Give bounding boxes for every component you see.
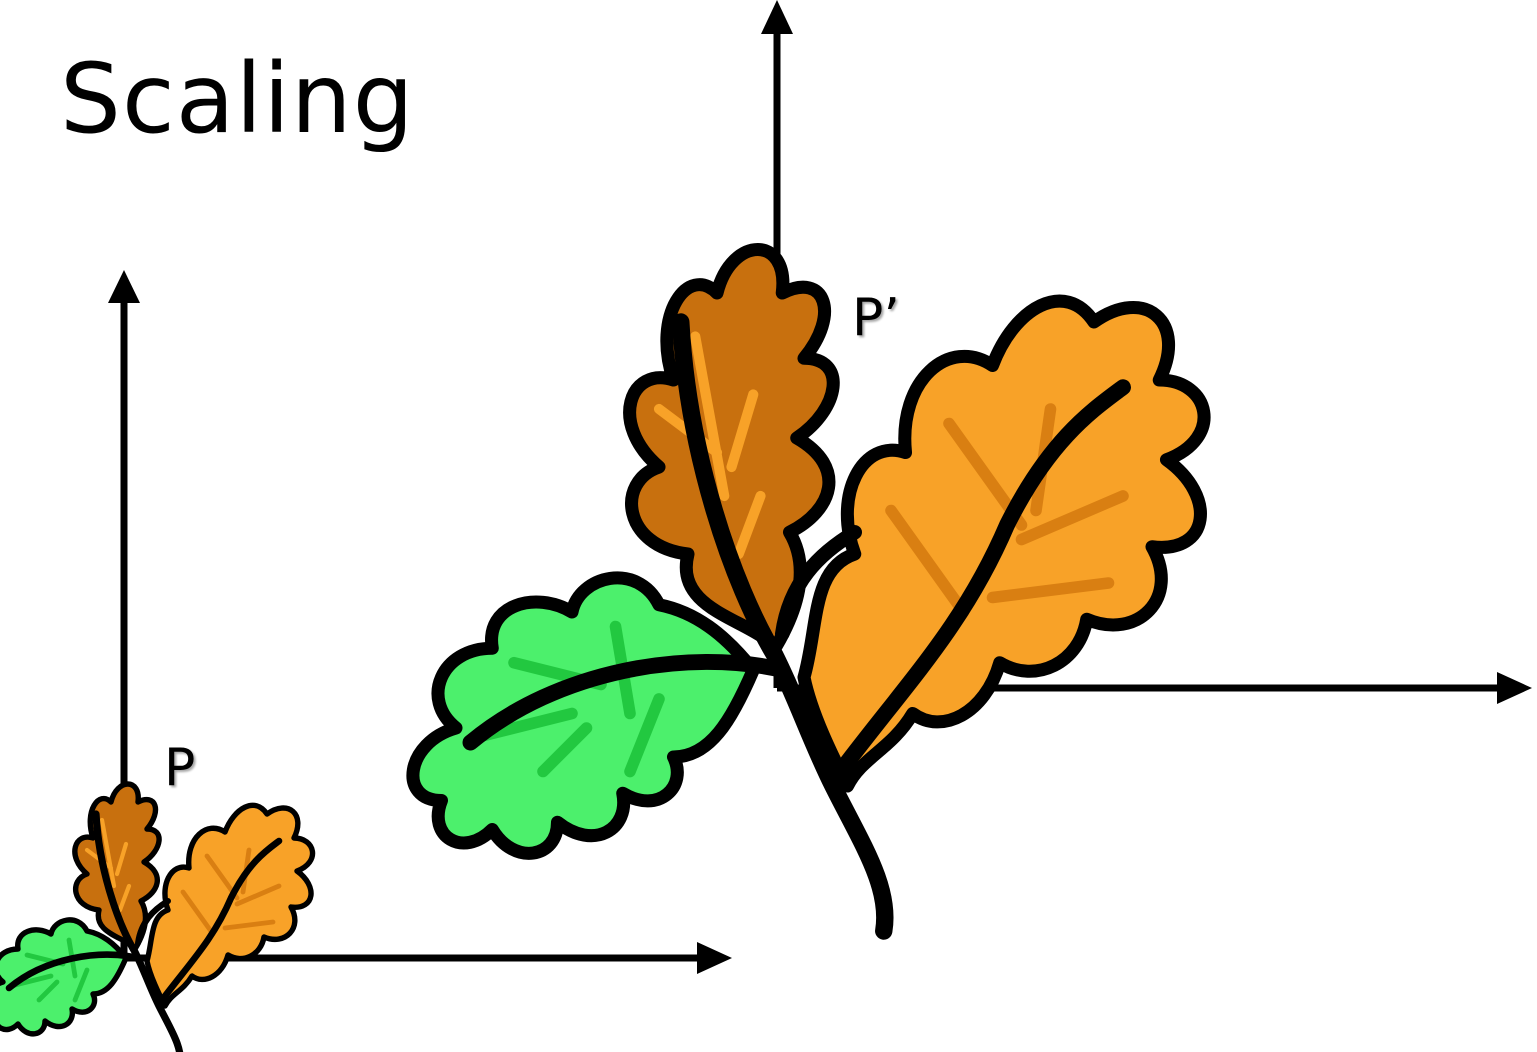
point-label-p: P (164, 738, 196, 798)
slide-title: Scaling (60, 43, 415, 155)
point-label-p-prime: P’ (852, 288, 900, 348)
oak-leaf-sprig-icon (0, 784, 313, 1052)
oak-leaf-sprig-icon (413, 249, 1204, 931)
